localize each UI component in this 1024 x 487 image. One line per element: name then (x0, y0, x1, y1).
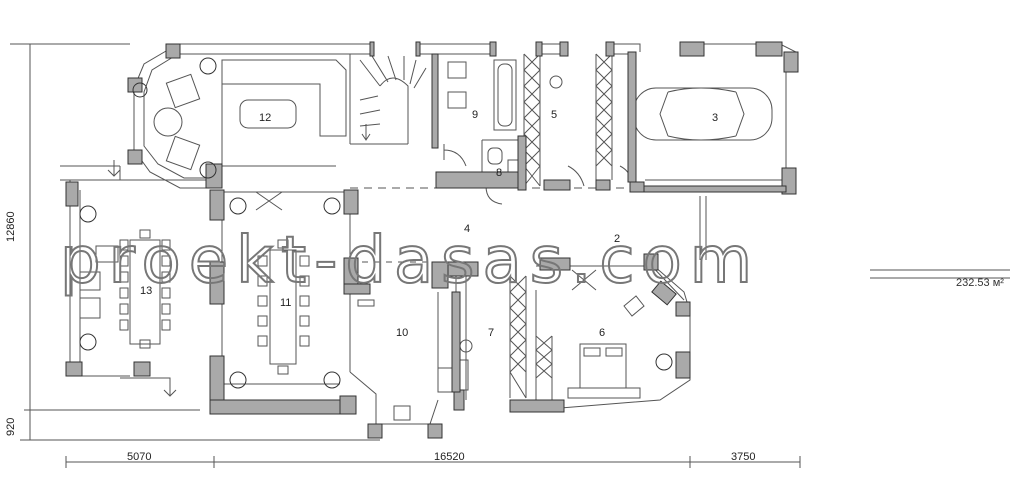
room-label-4: 4 (464, 223, 470, 235)
room-label-5: 5 (551, 109, 557, 121)
plant-icon (199, 57, 217, 75)
plant-icon (79, 205, 97, 223)
dimension-bottom-left: 5070 (127, 451, 151, 463)
watermark: proekt-dasas.com (60, 224, 760, 298)
plant-icon (132, 82, 148, 98)
room-label-13: 13 (140, 285, 152, 297)
room-label-3: 3 (712, 112, 718, 124)
walls (65, 41, 799, 439)
room-label-8: 8 (496, 167, 502, 179)
plant-icon (655, 353, 673, 371)
dimension-overall-height: 12860 (5, 211, 17, 242)
room-label-11: 11 (280, 297, 291, 309)
room-label-12: 12 (259, 112, 271, 124)
dimension-porch-depth: 920 (5, 418, 17, 436)
total-area: 232.53 м² (956, 277, 1004, 289)
room-label-9: 9 (472, 109, 478, 121)
plants (79, 57, 673, 389)
plant-icon (229, 197, 247, 215)
room-label-7: 7 (488, 327, 494, 339)
plant-icon (229, 371, 247, 389)
plant-icon (79, 333, 97, 351)
dimension-bottom-right: 3750 (731, 451, 755, 463)
room-label-10: 10 (396, 327, 408, 339)
room-label-2: 2 (614, 233, 620, 245)
plant-icon (323, 197, 341, 215)
plant-icon (323, 371, 341, 389)
dimension-labels: 12860 920 5070 16520 3750 (5, 211, 755, 463)
room-labels: 12 9 5 3 8 4 2 13 11 10 7 6 (140, 109, 718, 339)
room-label-6: 6 (599, 327, 605, 339)
dimension-bottom-middle: 16520 (434, 451, 465, 463)
plant-icon (199, 161, 217, 179)
